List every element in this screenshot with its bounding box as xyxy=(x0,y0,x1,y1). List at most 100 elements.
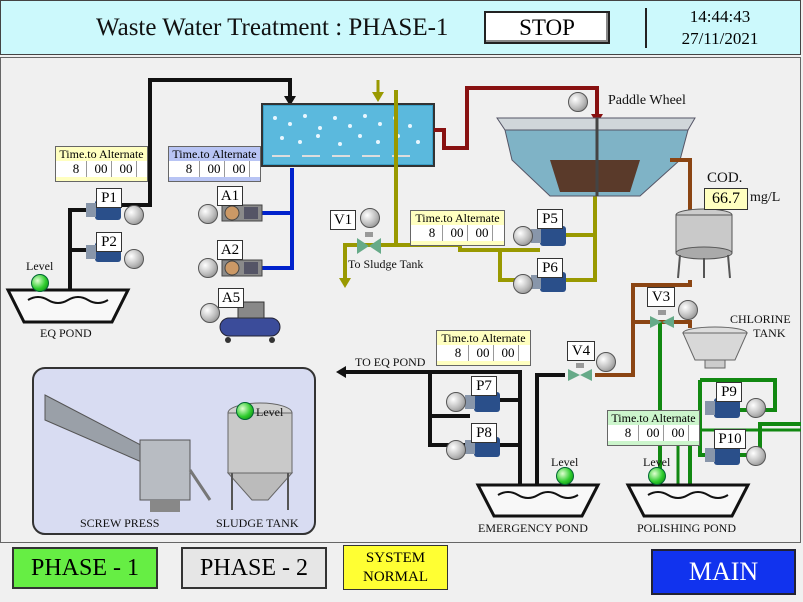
arrow-to-sludge xyxy=(339,278,351,288)
polishing-pond-label: POLISHING POND xyxy=(637,521,737,535)
pump-p7-status[interactable] xyxy=(446,392,466,412)
timer-blowers[interactable]: Time.to Alternate 8 00 00 xyxy=(168,146,261,182)
timer-hours[interactable]: 8 xyxy=(448,345,469,361)
blower-a1-status[interactable] xyxy=(198,204,218,224)
emergency-level-label: Level xyxy=(551,455,579,469)
pump-p8-status[interactable] xyxy=(446,440,466,460)
pump-p5-symbol xyxy=(531,226,566,246)
chlorine-tank xyxy=(682,332,748,361)
blower-a2-status[interactable] xyxy=(198,258,218,278)
time-display: 14:44:43 xyxy=(689,7,751,26)
timer-seconds[interactable]: 00 xyxy=(472,225,493,241)
pump-p6-status[interactable] xyxy=(513,274,533,294)
timer-minutes[interactable]: 00 xyxy=(447,225,468,241)
system-status-line2: NORMAL xyxy=(362,569,428,585)
pump-p9-symbol xyxy=(705,398,740,418)
pipe-air-a1 xyxy=(262,168,294,215)
eq-pond-shape xyxy=(5,288,131,324)
pipe-to-v4 xyxy=(595,280,692,377)
timer-minutes[interactable]: 00 xyxy=(473,345,494,361)
polishing-level-label: Level xyxy=(643,455,671,469)
pipe-p6-clarifier xyxy=(565,235,597,282)
timer-value[interactable]: 8 00 00 xyxy=(411,225,504,241)
timer-seconds[interactable]: 00 xyxy=(668,425,689,441)
compressor-a5-status[interactable] xyxy=(200,303,220,323)
header-divider xyxy=(645,8,647,48)
emergency-pond-label: EMERGENCY POND xyxy=(478,521,588,535)
valve-v4-status[interactable] xyxy=(596,352,616,372)
valve-v4-label: V4 xyxy=(567,341,595,361)
valve-v4-symbol xyxy=(568,363,592,381)
compressor-a5-label: A5 xyxy=(218,288,244,308)
emergency-level-indicator xyxy=(556,467,574,485)
pipe-to-clarifier xyxy=(434,86,599,150)
pipe-to-eq-pond xyxy=(340,370,522,500)
phase-2-button[interactable]: PHASE - 2 xyxy=(181,547,327,589)
blower-a1-symbol xyxy=(221,204,263,222)
pump-p5-label: P5 xyxy=(537,209,563,229)
valve-v3-label: V3 xyxy=(647,287,675,307)
stop-button[interactable]: STOP xyxy=(484,11,610,44)
pump-p6-label: P6 xyxy=(537,258,563,278)
clarifier-sludge xyxy=(550,160,640,192)
pipe-air-a2 xyxy=(262,210,294,270)
timer-value[interactable]: 8 00 00 xyxy=(56,161,147,177)
timer-minutes[interactable]: 00 xyxy=(204,161,225,177)
pipe-to-aeration xyxy=(120,78,292,207)
timer-minutes[interactable]: 00 xyxy=(643,425,664,441)
timer-emergency-pumps[interactable]: Time.to Alternate 8 00 00 xyxy=(436,330,531,366)
timer-hours[interactable]: 8 xyxy=(618,425,639,441)
blower-a1-label: A1 xyxy=(217,186,243,206)
timer-value[interactable]: 8 00 00 xyxy=(608,425,699,441)
clock-display: 14:44:43 27/11/2021 xyxy=(660,6,780,50)
pump-p2-label: P2 xyxy=(96,232,122,252)
pump-p2-status[interactable] xyxy=(124,249,144,269)
date-display: 27/11/2021 xyxy=(681,29,759,48)
pipe-to-cod-tank xyxy=(670,158,692,210)
phase-1-button[interactable]: PHASE - 1 xyxy=(12,547,158,589)
pump-p1-status[interactable] xyxy=(124,205,144,225)
timer-eq-pumps[interactable]: Time.to Alternate 8 00 00 xyxy=(55,146,148,182)
timer-title: Time.to Alternate xyxy=(59,147,144,161)
timer-polishing-pumps[interactable]: Time.to Alternate 8 00 00 xyxy=(607,410,700,446)
screw-press-symbol xyxy=(44,394,212,512)
emergency-pond-shape xyxy=(475,483,601,518)
pump-p10-status[interactable] xyxy=(746,446,766,466)
timer-seconds[interactable]: 00 xyxy=(116,161,137,177)
eq-level-label: Level xyxy=(26,259,54,273)
header-bar xyxy=(0,0,801,55)
blower-a2-symbol xyxy=(221,259,263,277)
timer-hours[interactable]: 8 xyxy=(179,161,200,177)
sludge-tank-level-label: Level xyxy=(256,405,284,419)
timer-title: Time.to Alternate xyxy=(441,331,526,345)
paddle-wheel-indicator[interactable] xyxy=(568,92,588,112)
timer-hours[interactable]: 8 xyxy=(66,161,87,177)
aeration-water xyxy=(264,106,432,164)
timer-value[interactable]: 8 00 00 xyxy=(169,161,260,177)
timer-ras-pumps[interactable]: Time.to Alternate 8 00 00 xyxy=(410,210,505,246)
main-button[interactable]: MAIN xyxy=(651,549,796,595)
timer-seconds[interactable]: 00 xyxy=(498,345,519,361)
pipe-v4-emergency xyxy=(535,373,565,500)
page-title: Waste Water Treatment : PHASE-1 xyxy=(96,14,449,41)
eq-level-indicator xyxy=(31,274,49,292)
system-status-badge: SYSTEM NORMAL xyxy=(343,545,448,590)
timer-seconds[interactable]: 00 xyxy=(229,161,250,177)
timer-title: Time.to Alternate xyxy=(415,211,500,225)
process-area xyxy=(0,57,801,543)
pump-p5-status[interactable] xyxy=(513,226,533,246)
valve-v3-status[interactable] xyxy=(678,300,698,320)
to-eq-pond-label: TO EQ POND xyxy=(355,355,426,369)
sludge-tank-level-indicator xyxy=(236,402,254,420)
timer-title: Time.to Alternate xyxy=(172,147,257,161)
pump-p9-status[interactable] xyxy=(746,398,766,418)
chlorine-label-line2: TANK xyxy=(753,326,786,340)
polishing-pond-shape xyxy=(625,483,751,518)
timer-minutes[interactable]: 00 xyxy=(91,161,112,177)
chlorine-tank-label: CHLORINE TANK xyxy=(730,312,791,340)
valve-v1-symbol xyxy=(357,232,381,254)
timer-value[interactable]: 8 00 00 xyxy=(437,345,530,361)
pump-p8-label: P8 xyxy=(471,423,497,443)
timer-hours[interactable]: 8 xyxy=(422,225,443,241)
valve-v1-status[interactable] xyxy=(360,208,380,228)
